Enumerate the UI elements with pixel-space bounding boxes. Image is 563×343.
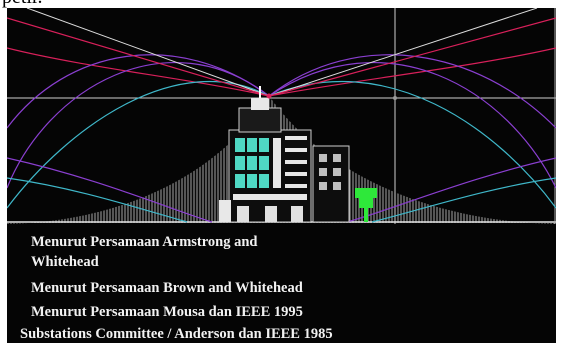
left-arc-purple-1: [7, 54, 270, 129]
diagram-drawing: [7, 8, 556, 224]
legend-item-armstrong-whitehead-cont: Whitehead: [31, 254, 99, 271]
legend-item-substations-committee: Substations Committee / Anderson dan IEE…: [20, 326, 333, 343]
legend-item-line: Substations Committee / Anderson dan IEE…: [20, 326, 333, 342]
page-caption: petir.: [0, 0, 563, 8]
left-arc-red: [7, 47, 270, 97]
legend-item-line: Menurut Persamaan Mousa dan IEEE 1995: [31, 304, 303, 320]
lower-left-arc-cyan: [7, 177, 188, 223]
legend-item-mousa-ieee: Menurut Persamaan Mousa dan IEEE 1995: [31, 304, 303, 321]
left-arc-purple-2: [7, 61, 270, 189]
right-arc-purple-2: [268, 61, 556, 189]
legend-item-line: Menurut Persamaan Armstrong and: [31, 234, 258, 250]
guide-intersection-marker: [393, 96, 397, 100]
right-arc-purple-1: [268, 54, 556, 129]
apex-marker: [266, 93, 272, 99]
lightning-protection-diagram: Menurut Persamaan Armstrong and Whitehea…: [7, 8, 556, 343]
right-diagonal-red: [268, 17, 556, 97]
legend-item-armstrong-whitehead: Menurut Persamaan Armstrong and: [31, 234, 258, 251]
legend-item-line: Menurut Persamaan Brown and Whitehead: [31, 280, 303, 296]
left-arc-cyan: [7, 80, 270, 209]
legend-item-line: Whitehead: [31, 254, 99, 270]
left-diagonal-white: [26, 8, 270, 97]
lower-left-arc: [7, 157, 213, 223]
left-diagonal-red: [7, 17, 270, 97]
lower-right-arc-cyan: [371, 177, 556, 223]
right-arc-red: [268, 47, 556, 97]
tree: [355, 188, 377, 222]
legend-item-brown-whitehead: Menurut Persamaan Brown and Whitehead: [31, 280, 303, 297]
building: [219, 86, 350, 223]
right-diagonal-white: [268, 8, 538, 97]
